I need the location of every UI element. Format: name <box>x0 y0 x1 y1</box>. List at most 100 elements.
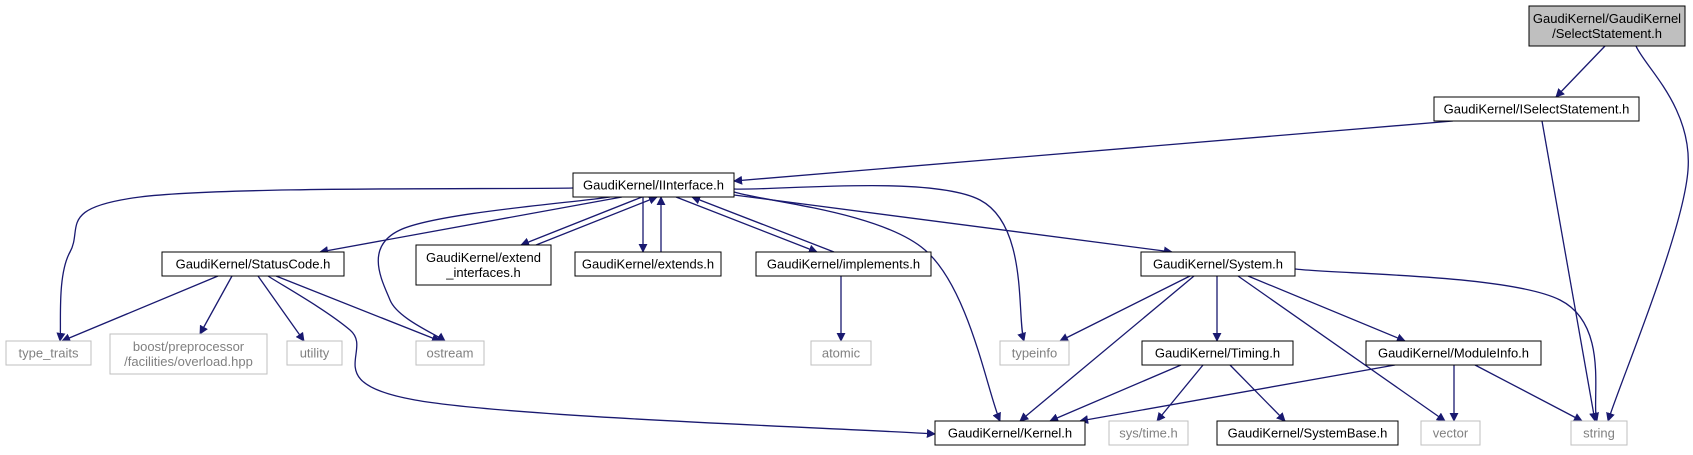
node-label-line: string <box>1583 426 1615 441</box>
edge-iselect-to-iinterface <box>733 120 1454 185</box>
edge-path <box>1474 364 1583 422</box>
edge-statuscode-to-kernel <box>267 275 936 438</box>
node-box <box>1140 251 1296 277</box>
edge-root-to-iselect <box>1555 45 1606 98</box>
edge-path <box>1059 275 1191 342</box>
edge-iinterface-to-statuscode <box>319 196 623 255</box>
edge-iinterface-to-extend_interfaces <box>520 196 643 247</box>
node-iselect[interactable]: GaudiKernel/ISelectStatement.h <box>1433 96 1640 122</box>
edge-moduleinfo-to-kernel <box>1079 364 1396 425</box>
node-box <box>5 340 92 366</box>
node-box <box>1216 420 1399 446</box>
node-implements[interactable]: GaudiKernel/implements.h <box>755 251 932 277</box>
edge-path <box>1229 364 1286 422</box>
edge-iinterface-to-ostream <box>377 196 611 342</box>
node-label-line: /facilities/overload.hpp <box>124 354 253 369</box>
node-kernel[interactable]: GaudiKernel/Kernel.h <box>934 420 1086 446</box>
edge-path <box>267 275 936 438</box>
edge-path <box>733 120 1454 185</box>
node-moduleinfo[interactable]: GaudiKernel/ModuleInfo.h <box>1365 340 1542 366</box>
node-label-line: vector <box>1433 426 1469 441</box>
node-box <box>1141 340 1294 366</box>
node-box <box>810 340 872 366</box>
node-vector: vector <box>1420 420 1481 446</box>
edge-iinterface-to-typeinfo <box>733 184 1026 342</box>
node-label-line: /SelectStatement.h <box>1552 26 1662 41</box>
node-systembase[interactable]: GaudiKernel/SystemBase.h <box>1216 420 1399 446</box>
node-label-line: ostream <box>427 346 474 361</box>
node-label-line: GaudiKernel/Kernel.h <box>948 426 1072 441</box>
node-label-line: atomic <box>822 346 861 361</box>
node-extend-interfaces[interactable]: GaudiKernel/extend_interfaces.h <box>415 244 552 286</box>
node-label-line: _interfaces.h <box>445 265 520 280</box>
edge-statuscode-to-boost_overload <box>199 275 233 335</box>
node-extends[interactable]: GaudiKernel/extends.h <box>574 251 722 277</box>
edge-statuscode-to-utility <box>257 275 305 342</box>
edge-path <box>1606 45 1689 422</box>
edge-system-to-string <box>1294 268 1599 422</box>
edges-layer <box>56 45 1689 438</box>
edge-path <box>520 196 643 247</box>
node-label-line: boost/preprocessor <box>133 339 245 354</box>
edge-path <box>1555 45 1606 98</box>
node-label-line: GaudiKernel/IInterface.h <box>583 178 724 193</box>
node-label-line: GaudiKernel/Timing.h <box>1155 346 1280 361</box>
edge-root-to-string <box>1606 45 1689 422</box>
edge-system-to-vector <box>1237 275 1446 422</box>
node-box <box>999 340 1070 366</box>
node-label-line: GaudiKernel/implements.h <box>767 257 920 272</box>
node-label-line: GaudiKernel/StatusCode.h <box>176 257 331 272</box>
edge-path <box>675 196 818 254</box>
node-timing[interactable]: GaudiKernel/Timing.h <box>1141 340 1294 366</box>
edge-iselect-to-string <box>1541 120 1599 422</box>
edge-path <box>733 191 1001 422</box>
node-box <box>574 251 722 277</box>
edge-path <box>733 184 1026 342</box>
node-label-line: utility <box>300 346 330 361</box>
node-statuscode[interactable]: GaudiKernel/StatusCode.h <box>161 251 345 277</box>
node-box <box>1433 96 1640 122</box>
edge-path <box>199 275 233 335</box>
node-box <box>109 333 268 375</box>
edge-path <box>1247 275 1406 343</box>
node-atomic: atomic <box>810 340 872 366</box>
edge-path <box>319 196 623 255</box>
node-ostream: ostream <box>415 340 485 366</box>
node-box <box>755 251 932 277</box>
edge-iinterface-to-implements <box>675 196 818 254</box>
edge-path <box>56 187 574 342</box>
edge-iinterface-to-system <box>733 194 1173 256</box>
edge-path <box>1156 364 1204 422</box>
edge-path <box>61 275 219 343</box>
edge-moduleinfo-to-string <box>1474 364 1583 422</box>
nodes-layer: GaudiKernel/GaudiKernel/SelectStatement.… <box>5 5 1686 446</box>
node-iinterface[interactable]: GaudiKernel/IInterface.h <box>572 172 735 198</box>
node-systime: sys/time.h <box>1108 420 1189 446</box>
edge-timing-to-systime <box>1156 364 1204 422</box>
edge-implements-to-iinterface <box>691 195 835 253</box>
node-root[interactable]: GaudiKernel/GaudiKernel/SelectStatement.… <box>1528 5 1686 47</box>
node-box <box>161 251 345 277</box>
edge-iinterface-to-type_traits <box>56 187 574 342</box>
node-box <box>934 420 1086 446</box>
node-box <box>1365 340 1542 366</box>
node-label-line: GaudiKernel/ISelectStatement.h <box>1444 102 1630 117</box>
node-box <box>572 172 735 198</box>
node-label-line: type_traits <box>19 346 79 361</box>
edge-system-to-kernel <box>1019 275 1195 422</box>
edge-path <box>1237 275 1446 422</box>
edge-system-to-moduleinfo <box>1247 275 1406 343</box>
node-system[interactable]: GaudiKernel/System.h <box>1140 251 1296 277</box>
edge-path <box>257 275 305 342</box>
node-typeinfo: typeinfo <box>999 340 1070 366</box>
edge-path <box>1541 120 1599 422</box>
edge-path <box>691 195 835 253</box>
edge-timing-to-kernel <box>1049 364 1182 422</box>
node-utility: utility <box>286 340 343 366</box>
node-string: string <box>1570 420 1628 446</box>
edge-path <box>275 275 441 343</box>
edge-path <box>377 196 611 342</box>
node-label-line: GaudiKernel/System.h <box>1153 257 1283 272</box>
edge-path <box>535 195 658 246</box>
